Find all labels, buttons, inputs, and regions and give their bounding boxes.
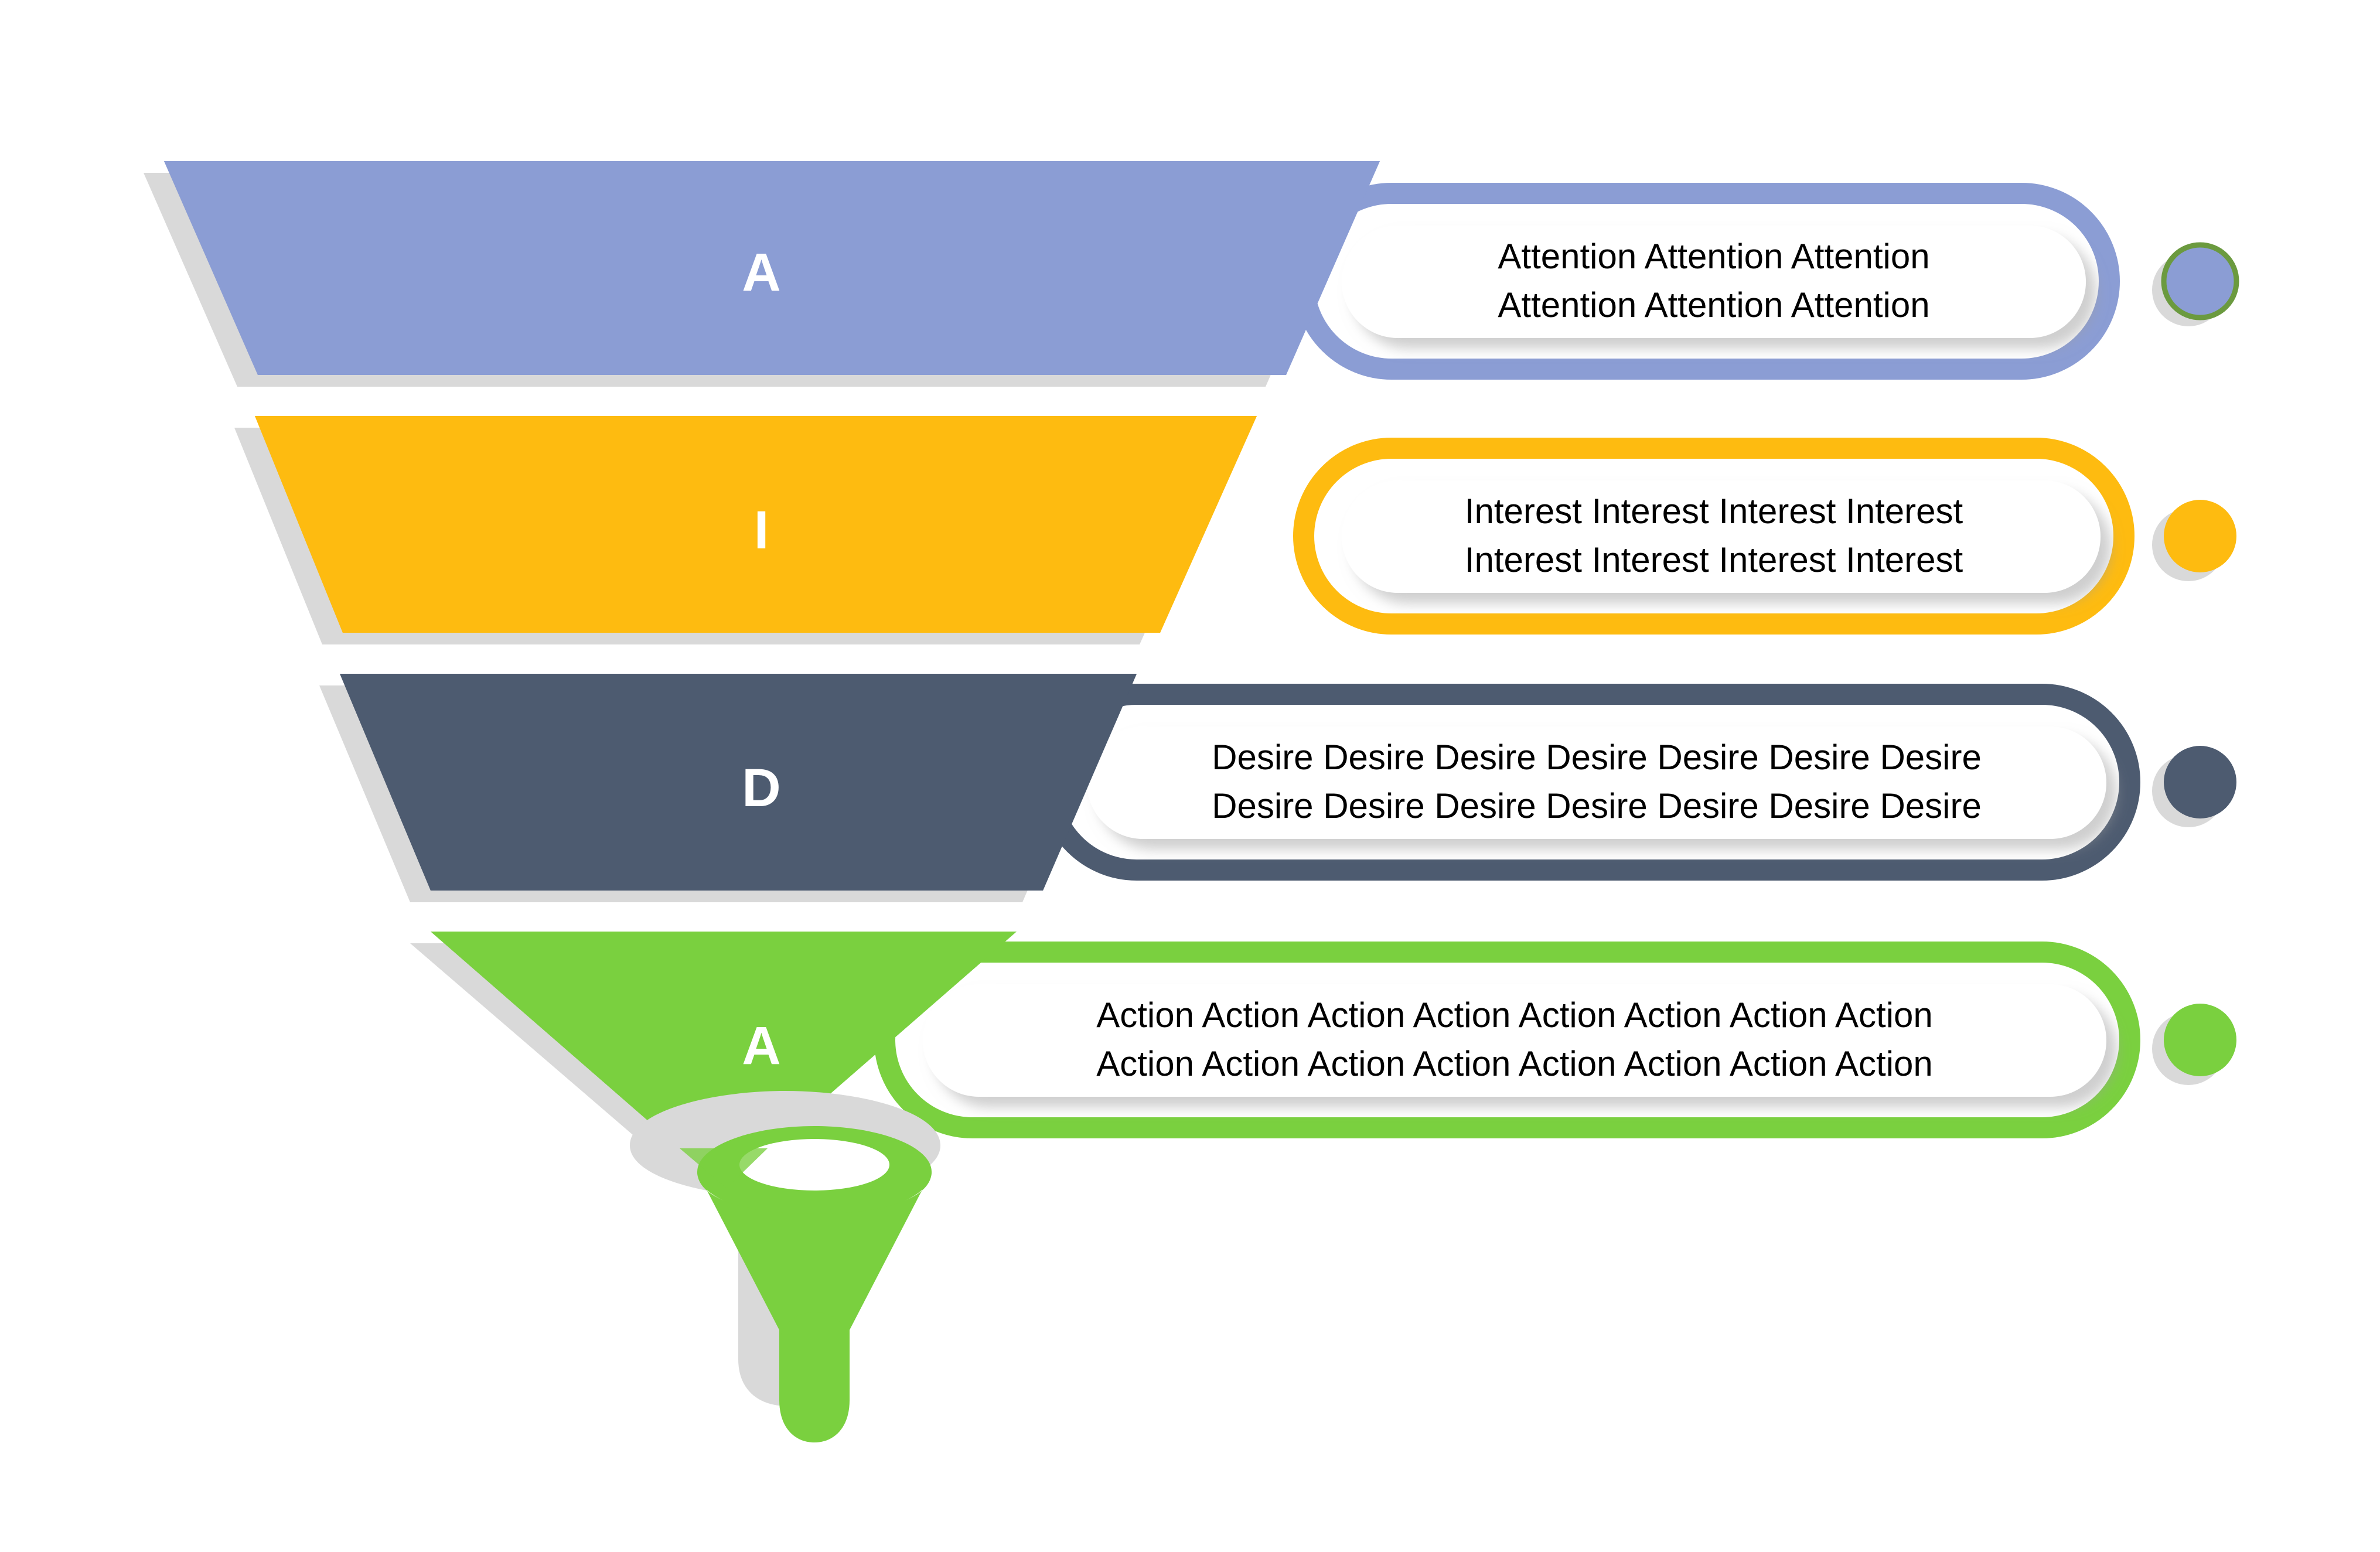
callout-pill-attention[interactable] bbox=[1293, 183, 2120, 380]
funnel-band-overlay bbox=[164, 161, 1380, 1148]
funnel-icon[interactable] bbox=[680, 1126, 932, 1442]
callout-pill-action[interactable] bbox=[874, 942, 2140, 1138]
bullet-circle-action[interactable] bbox=[2152, 1004, 2236, 1085]
callout-pill-desire[interactable] bbox=[1038, 684, 2140, 881]
bullet-circle-desire[interactable] bbox=[2152, 746, 2236, 827]
bullet-circle-attention[interactable] bbox=[2152, 242, 2239, 326]
bullet-circle-interest[interactable] bbox=[2152, 500, 2236, 581]
callout-pill-interest[interactable] bbox=[1293, 438, 2135, 635]
